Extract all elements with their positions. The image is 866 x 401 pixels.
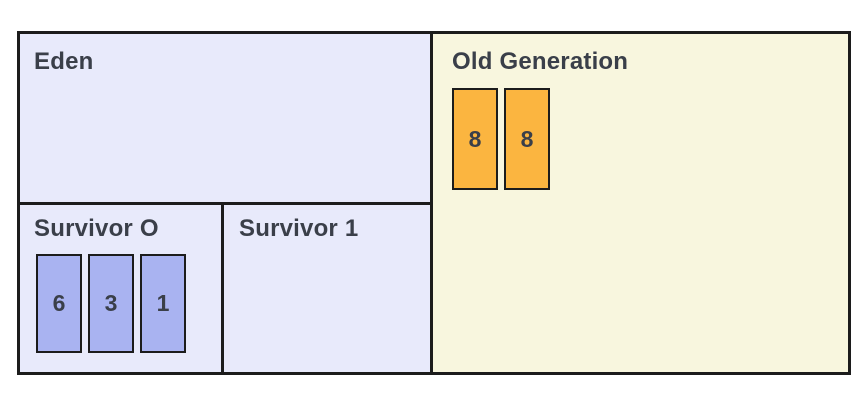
memory-block: 8 (452, 88, 498, 190)
eden-region: Eden (20, 34, 430, 205)
eden-label: Eden (34, 48, 94, 75)
memory-block: 8 (504, 88, 550, 190)
survivor0-label: Survivor O (34, 215, 159, 242)
memory-block: 3 (88, 254, 134, 353)
old-generation-label: Old Generation (452, 48, 629, 75)
survivor1-region: Survivor 1 (224, 205, 430, 372)
memory-block: 6 (36, 254, 82, 353)
survivor1-label: Survivor 1 (239, 215, 359, 242)
memory-block: 1 (140, 254, 186, 353)
